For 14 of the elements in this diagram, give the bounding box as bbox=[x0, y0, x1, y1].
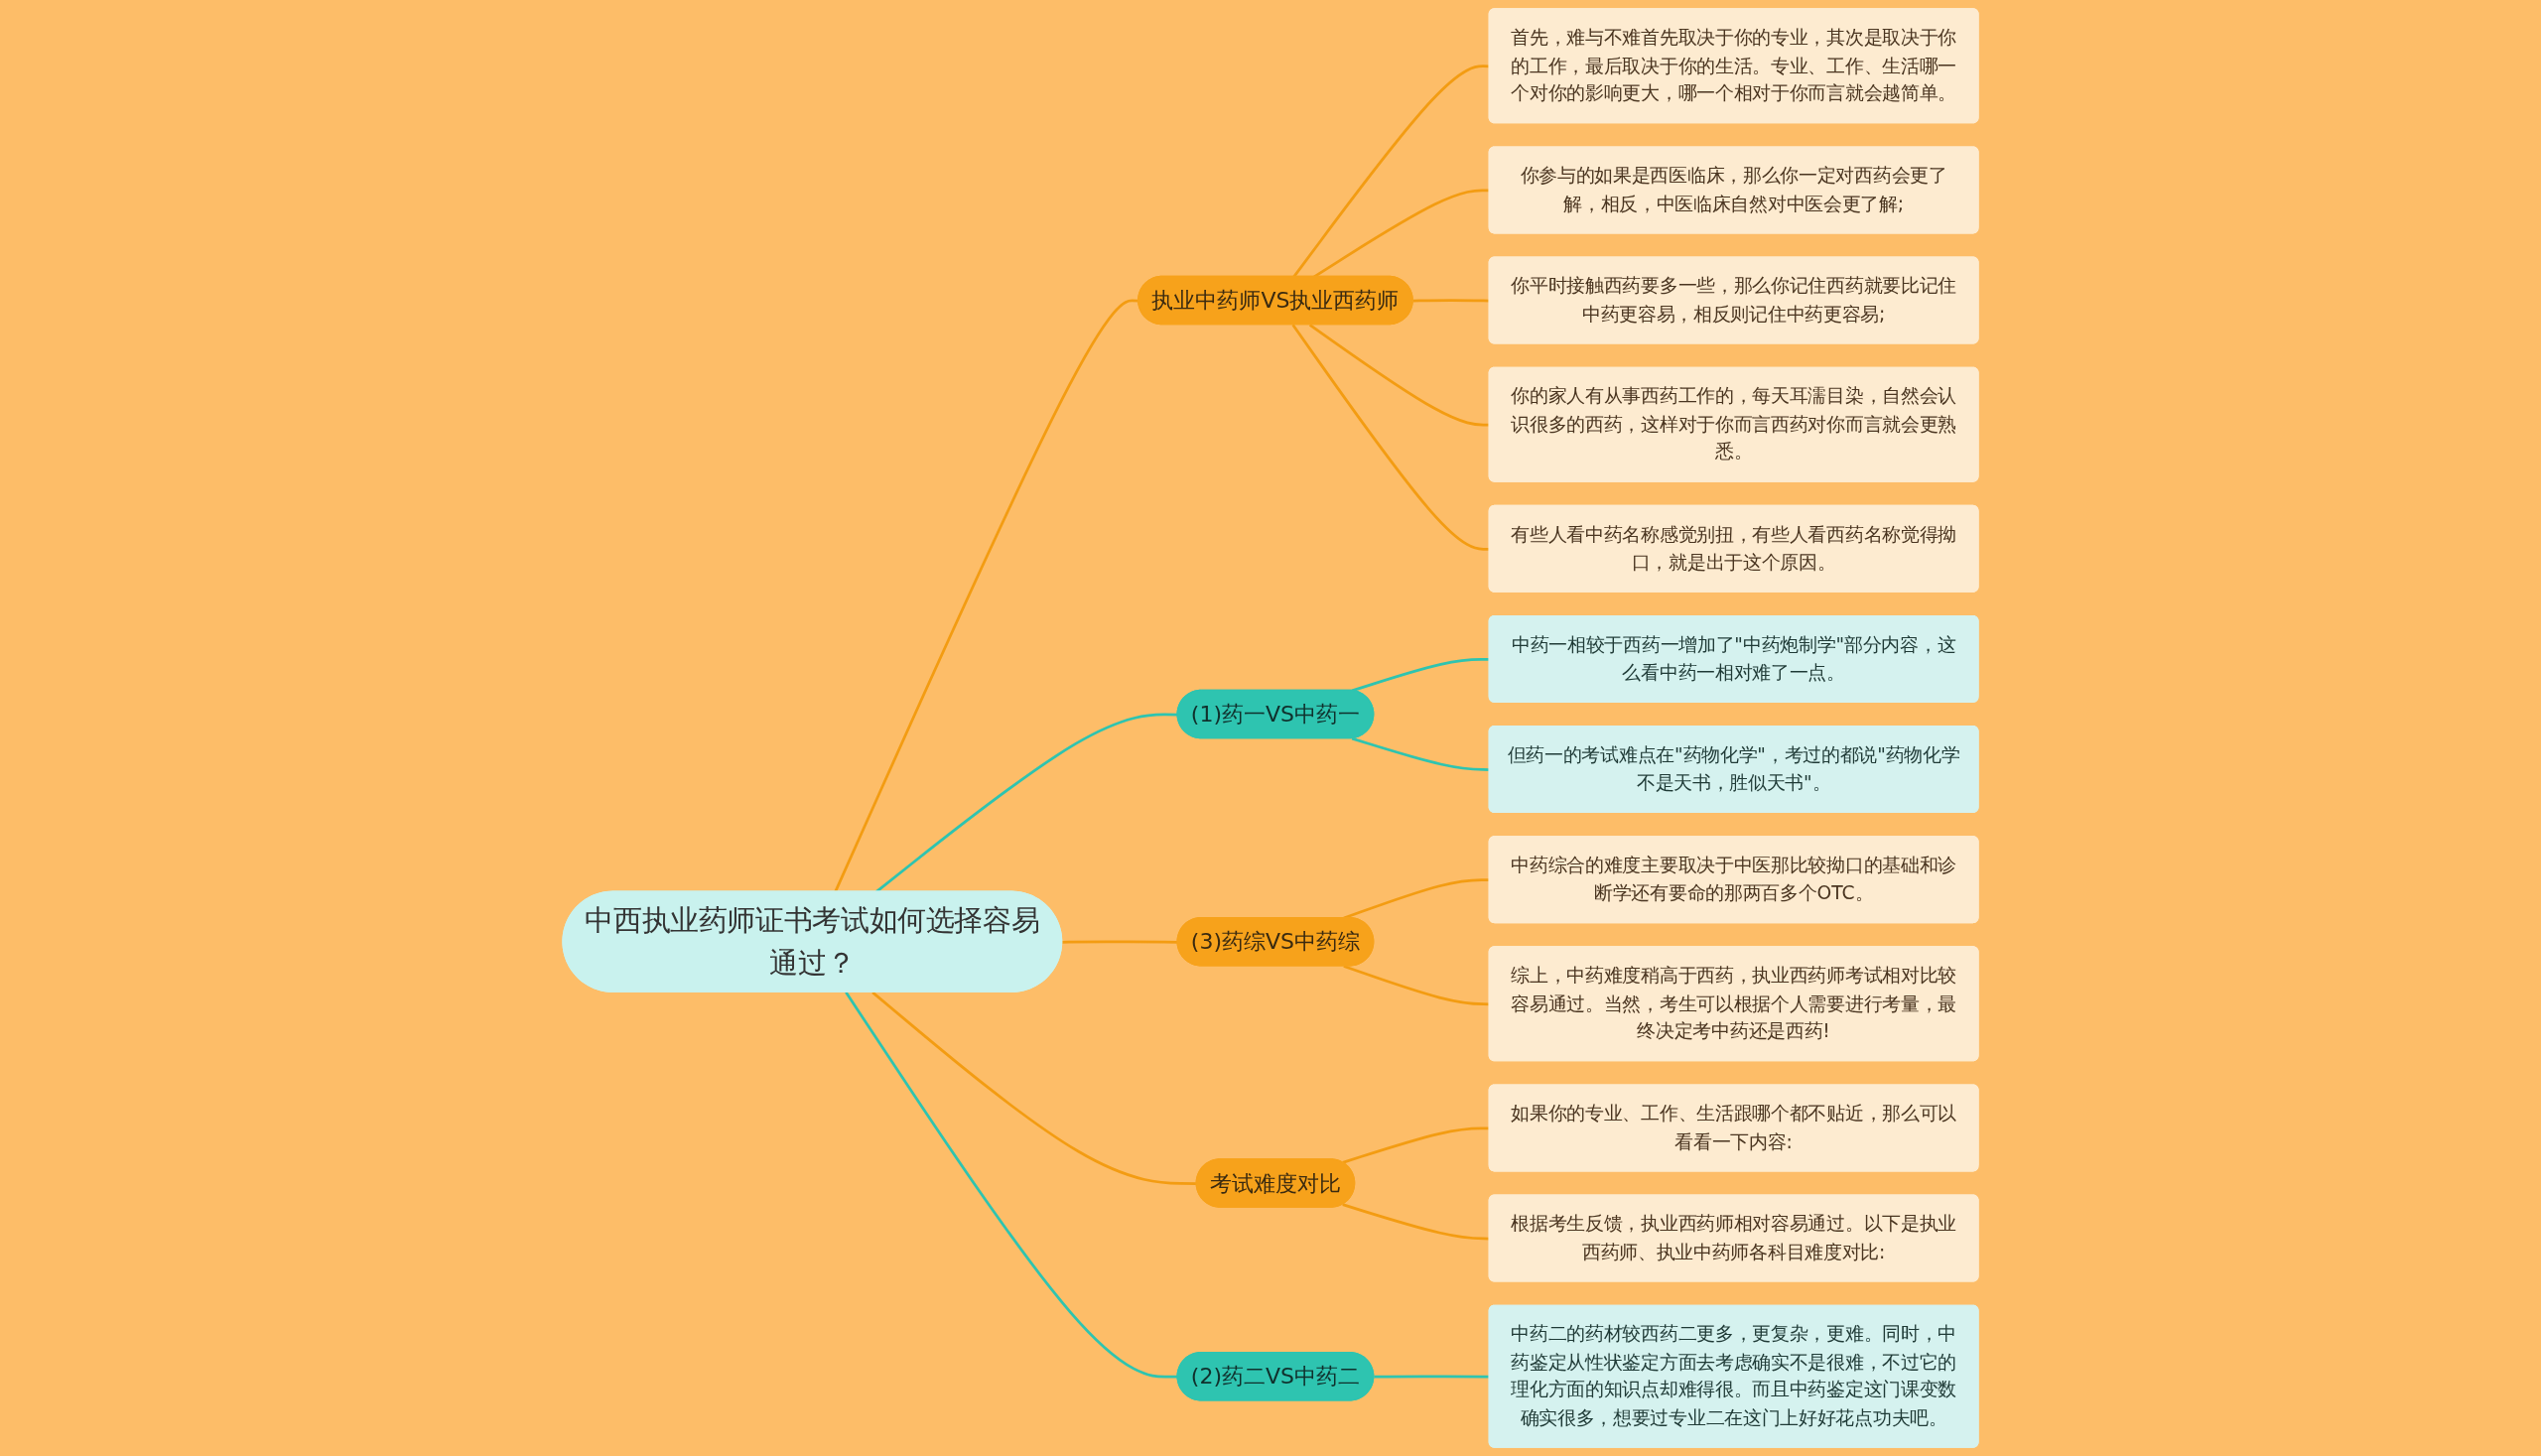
connector bbox=[1308, 324, 1490, 427]
connector bbox=[1351, 736, 1490, 771]
connector bbox=[845, 992, 1178, 1379]
connector bbox=[1291, 324, 1490, 551]
connector bbox=[1342, 1203, 1490, 1241]
connector bbox=[1374, 1375, 1490, 1379]
connector bbox=[1342, 1126, 1490, 1164]
connector bbox=[1062, 940, 1178, 944]
connector bbox=[1343, 965, 1490, 1006]
connector bbox=[1351, 657, 1490, 693]
connector bbox=[1292, 65, 1490, 278]
connector bbox=[1412, 299, 1490, 303]
connector bbox=[875, 713, 1178, 893]
connector bbox=[871, 991, 1197, 1185]
